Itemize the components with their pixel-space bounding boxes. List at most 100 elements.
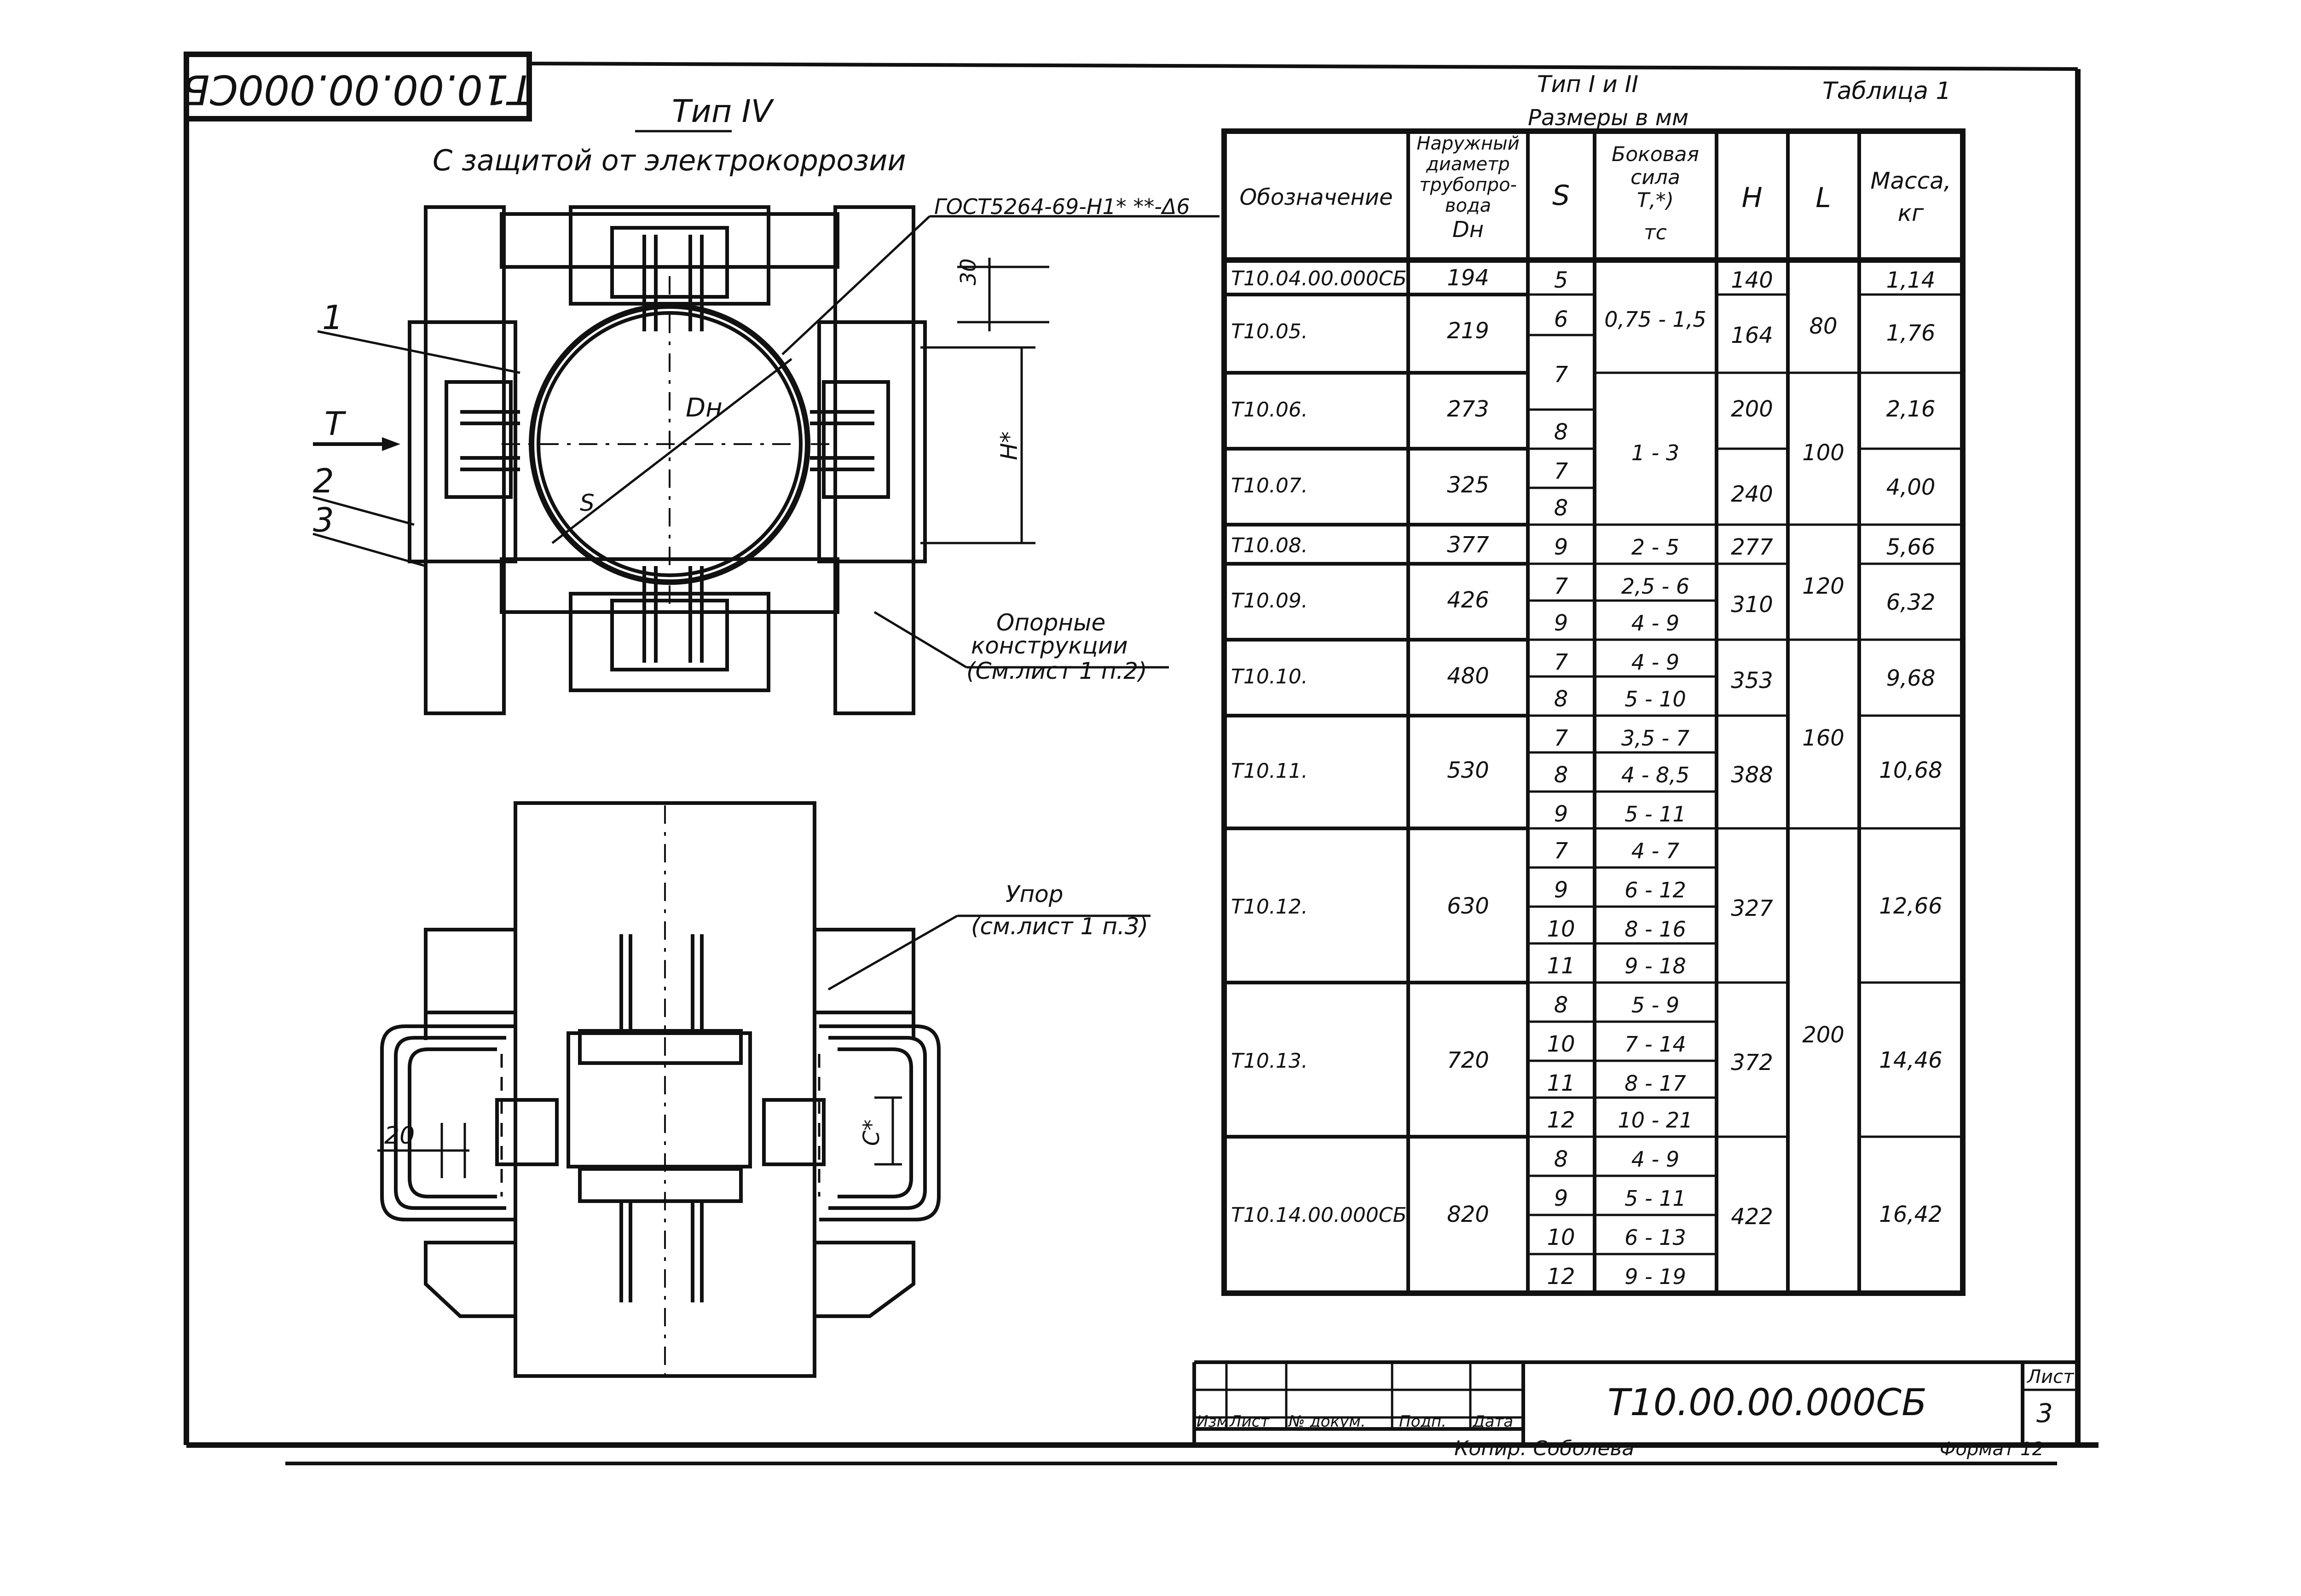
table-cell: 6: [1554, 306, 1568, 332]
type-iv-title: Тип IV: [672, 93, 775, 130]
force-column: 0,75 - 1,5 1 - 3 2 - 5 2,5 - 6 4 - 9 4 -…: [1604, 307, 1706, 1289]
dim-Dn-label: Dн: [686, 393, 723, 423]
table-cell: 310: [1731, 592, 1773, 618]
table-cell: 200: [1802, 1022, 1844, 1048]
sheet-number: 3: [2036, 1399, 2053, 1428]
support-note-1: Опорные: [996, 609, 1105, 636]
table-cell: 4 - 9: [1631, 611, 1679, 636]
table-cell: 8: [1554, 419, 1568, 445]
table-cell: 377: [1447, 532, 1489, 558]
hdr-force-1: Боковая: [1612, 143, 1699, 166]
table-cell: 10,68: [1879, 758, 1942, 783]
table-cell: 9: [1554, 534, 1568, 560]
sheet-frame: [184, 54, 2099, 1465]
table-cell: 8: [1554, 992, 1568, 1018]
table-cell: 219: [1447, 318, 1489, 344]
table-cell: Т10.08.: [1231, 534, 1308, 557]
table-cell: 2 - 5: [1631, 535, 1679, 560]
hdr-diameter-1: Наружный: [1416, 133, 1519, 154]
dim-30-label: 30: [956, 258, 981, 285]
sheet-label: Лист: [2026, 1366, 2075, 1388]
table-cell: 9 - 18: [1625, 954, 1686, 978]
table-cell: 1 - 3: [1631, 440, 1679, 465]
table-cell: 12: [1547, 1264, 1575, 1290]
hdr-force-3: Т,*): [1637, 189, 1674, 212]
table-cell: 5: [1554, 267, 1568, 293]
table-cell: 10: [1547, 1225, 1575, 1250]
table-cell: 353: [1731, 668, 1773, 694]
table-cell: 1,14: [1886, 267, 1936, 293]
hdr-l: L: [1815, 182, 1831, 214]
table-cell: 4,00: [1886, 474, 1936, 500]
table-cell: 530: [1447, 758, 1489, 783]
table-cell: 240: [1731, 481, 1773, 507]
table-type-label: Тип I и II: [1537, 71, 1638, 98]
table-cell: 2,16: [1886, 396, 1936, 422]
table-cell: 12,66: [1879, 893, 1942, 919]
table-cell: 720: [1447, 1047, 1489, 1073]
table-cell: 4 - 7: [1631, 838, 1679, 863]
arrow-T-label: Т: [324, 405, 347, 443]
table-cell: 273: [1447, 396, 1489, 422]
format-label: Формат 12: [1940, 1439, 2044, 1460]
table-cell: 9: [1554, 610, 1568, 636]
callout-1: 1: [322, 298, 343, 337]
table-cell: Т10.05.: [1231, 320, 1308, 343]
table-cell: 7 - 14: [1625, 1032, 1686, 1057]
dim-H-label: Н*: [996, 431, 1023, 460]
title-code: Т10.00.00.000СБ: [1607, 1381, 1927, 1424]
table-cell: Т10.13.: [1231, 1049, 1308, 1073]
table-cell: 7: [1554, 573, 1568, 599]
table-cell: 10: [1547, 916, 1575, 942]
support-note-3: (См.лист 1 п.2): [966, 658, 1147, 684]
stamp-text: Т10.00.00.000СБ: [182, 66, 533, 113]
table-cell: 5 - 10: [1625, 687, 1686, 711]
tb-date: Дата: [1472, 1412, 1513, 1431]
table-cell: 0,75 - 1,5: [1604, 307, 1706, 332]
table-cell: 8: [1554, 1146, 1568, 1172]
callout-3: 3: [313, 501, 334, 539]
table-cell: 277: [1731, 534, 1773, 560]
table-cell: 426: [1447, 587, 1489, 613]
hdr-mass-1: Масса,: [1870, 168, 1951, 194]
table-cell: 5,66: [1886, 534, 1936, 560]
table-cell: 8 - 17: [1625, 1071, 1686, 1096]
tb-sign: Подп.: [1399, 1412, 1446, 1431]
table-cell: 194: [1447, 265, 1489, 291]
callout-2: 2: [313, 462, 334, 500]
l-column: 80 100 120 160 200: [1802, 313, 1844, 1048]
table-cell: 6 - 13: [1625, 1225, 1686, 1250]
hdr-mass-2: кг: [1898, 200, 1924, 226]
copied-by: Копир. Соболева: [1454, 1437, 1634, 1460]
table-cell: 80: [1809, 313, 1837, 339]
mass-column: 1,14 1,76 2,16 4,00 5,66 6,32 9,68 10,68…: [1879, 267, 1942, 1227]
table-cell: 140: [1731, 267, 1773, 293]
subtitle: С защитой от электрокоррозии: [433, 144, 906, 177]
table-cell: 325: [1447, 472, 1489, 498]
hdr-diameter-4: вода: [1445, 195, 1491, 216]
table-cell: 4 - 9: [1631, 1147, 1679, 1172]
table-cell: 160: [1802, 725, 1844, 751]
table-cell: 2,5 - 6: [1621, 574, 1689, 599]
table-cell: 120: [1802, 573, 1844, 599]
table-cell: 10: [1547, 1031, 1575, 1057]
table-cell: 5 - 11: [1625, 1186, 1686, 1211]
table-cell: 16,42: [1879, 1202, 1942, 1227]
table-cell: 7: [1554, 649, 1568, 675]
hdr-diameter-5: Dн: [1452, 217, 1484, 243]
dim-20-label: 20: [384, 1122, 415, 1150]
hdr-force-4: тс: [1644, 221, 1667, 244]
dim-S-label: S: [580, 490, 595, 516]
table-cell: 388: [1731, 762, 1773, 788]
hdr-h: Н: [1741, 182, 1762, 214]
table-cell: 11: [1547, 1070, 1575, 1096]
table-cell: Т10.04.00.000СБ: [1231, 267, 1407, 290]
table-cell: 9: [1554, 1185, 1568, 1211]
tb-izm: Изм: [1197, 1412, 1228, 1431]
table-units-label: Размеры в мм: [1528, 105, 1688, 131]
table-cell: 8: [1554, 495, 1568, 521]
hdr-diameter-2: диаметр: [1426, 154, 1510, 175]
table-cell: 5 - 9: [1631, 993, 1679, 1018]
stop-note-1: Упор: [1006, 881, 1064, 908]
table-number-label: Таблица 1: [1822, 77, 1951, 105]
